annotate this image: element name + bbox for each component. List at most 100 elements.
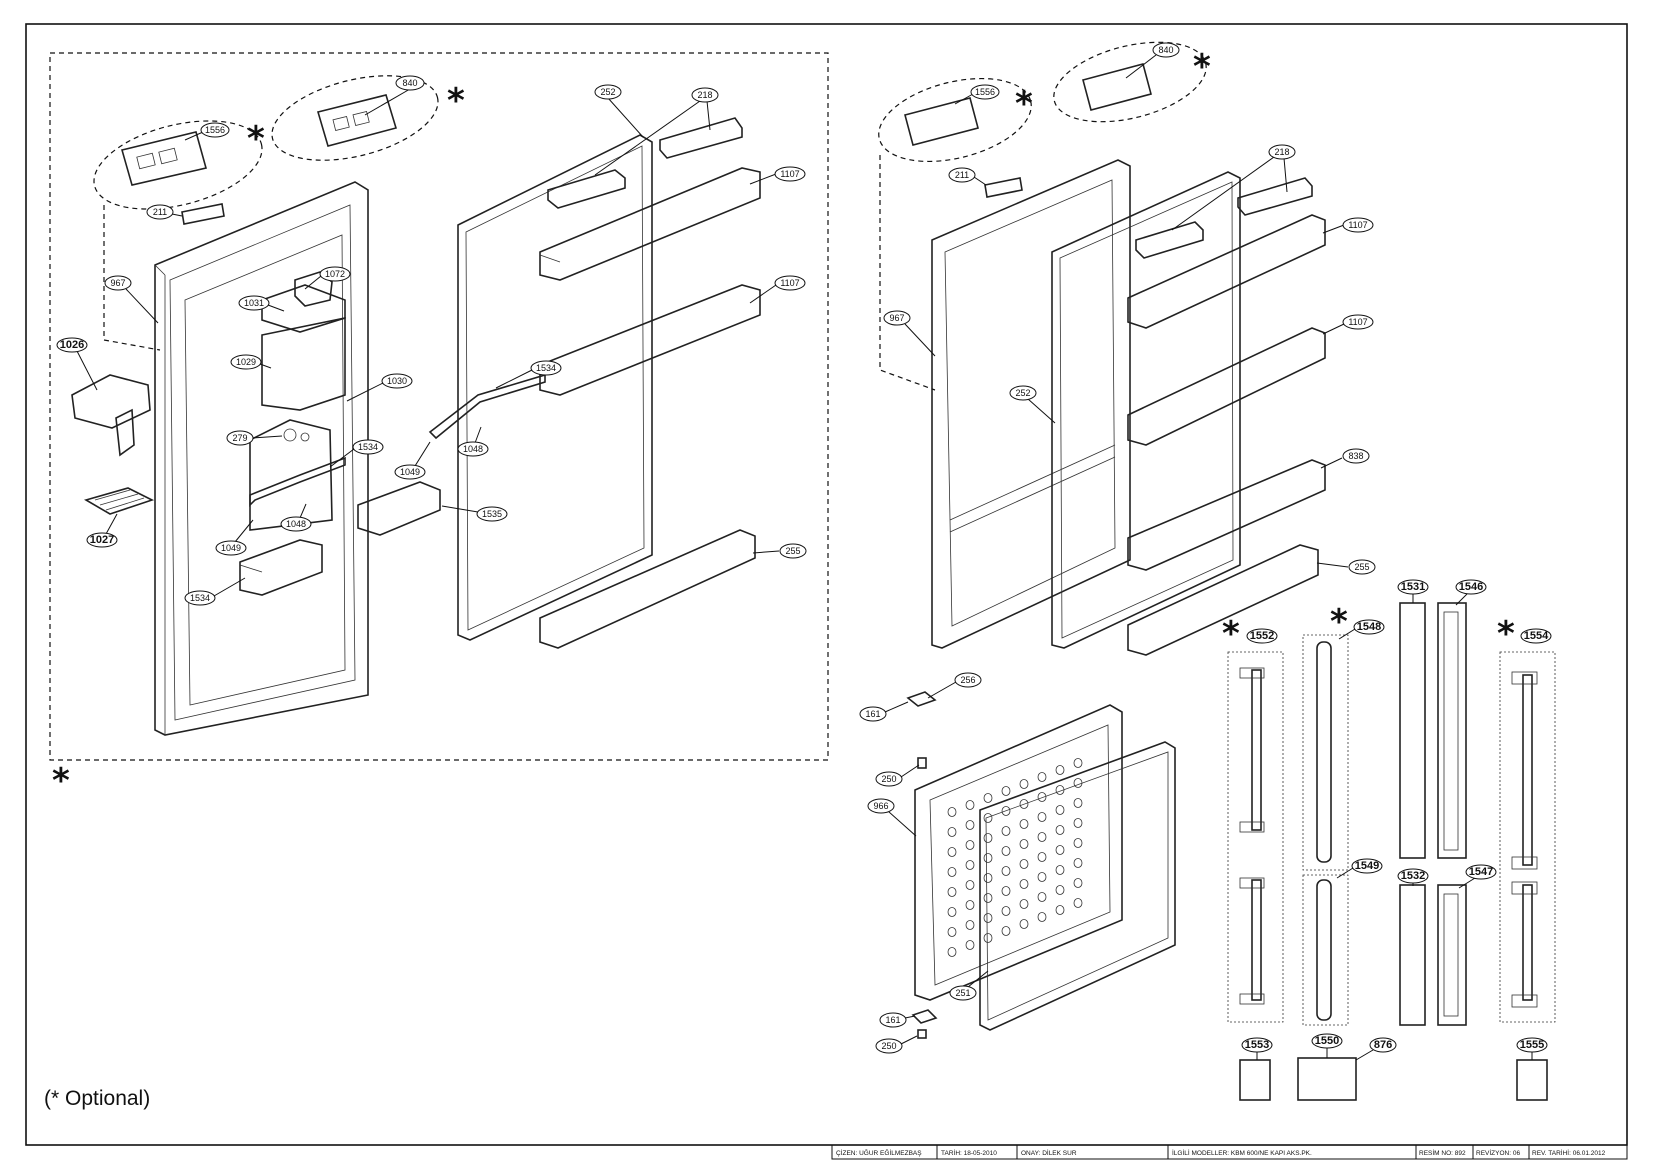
door-dot (947, 887, 957, 897)
svg-text:1531: 1531 (1401, 581, 1425, 593)
svg-text:255: 255 (785, 546, 800, 556)
svg-text:1550: 1550 (1315, 1035, 1339, 1047)
handle-1548 (1316, 641, 1332, 863)
display-module-1556-right (904, 97, 979, 146)
callout: 1534 (495, 360, 562, 389)
door-dot (1019, 899, 1029, 909)
svg-text:255: 255 (1354, 562, 1369, 572)
handle-1532 (1399, 884, 1426, 1026)
door-dot (1019, 919, 1029, 929)
svg-text:1555: 1555 (1520, 1039, 1544, 1051)
svg-text:252: 252 (600, 87, 615, 97)
callout: 250 (875, 764, 920, 787)
egg-tray-218-right-b (1237, 177, 1313, 216)
door-dot (947, 947, 957, 957)
optional-note: (* Optional) (44, 1087, 150, 1110)
right-door-assembly (103, 41, 1326, 656)
svg-text:1532: 1532 (1401, 870, 1425, 882)
callout: 1532 (1397, 868, 1429, 886)
door-dot (947, 827, 957, 837)
handle-box-1549 (1302, 874, 1349, 1026)
door-967 (154, 181, 369, 736)
callout: 252 (1009, 385, 1056, 424)
door-dot (1019, 799, 1029, 809)
label-plate-211-right (984, 177, 1023, 198)
door-dot (1001, 926, 1011, 936)
door-shelf-1107-middle (539, 284, 761, 396)
svg-text:840: 840 (1158, 45, 1173, 55)
egg-tray-218-left (547, 117, 743, 209)
door-dot (947, 807, 957, 817)
optional-star: * (247, 119, 265, 159)
callout: 1555 (1516, 1037, 1548, 1060)
svg-text:161: 161 (865, 709, 880, 719)
callout: 255 (1316, 559, 1376, 575)
callout: 256 (927, 672, 982, 699)
callout: 255 (752, 543, 807, 559)
svg-text:211: 211 (153, 207, 167, 217)
svg-text:218: 218 (1274, 147, 1289, 157)
svg-text:1556: 1556 (205, 125, 225, 135)
door-dot (1055, 845, 1065, 855)
door-dot (1055, 885, 1065, 895)
callout: 838 (1320, 448, 1370, 469)
freezer-door-dot-grid (947, 758, 1083, 957)
egg-tray-218-right-a (1135, 221, 1204, 259)
callout: 1534 (329, 439, 384, 468)
handle-1531 (1399, 602, 1426, 859)
door-dot (1037, 892, 1047, 902)
handle-box-1554 (1499, 651, 1556, 1023)
title-approved: ONAY: DİLEK SUR (1021, 1148, 1077, 1157)
optional-star: * (1330, 602, 1348, 642)
door-dot (1073, 778, 1083, 788)
door-dot (983, 833, 993, 843)
drawing-frame (25, 23, 1628, 1146)
callout: 161 (859, 701, 909, 722)
door-dot (1055, 825, 1065, 835)
svg-text:840: 840 (402, 78, 417, 88)
callout: 1107 (1322, 217, 1374, 234)
svg-text:966: 966 (873, 801, 888, 811)
callout: 1554 (1520, 628, 1552, 644)
callout: 1553 (1241, 1037, 1273, 1060)
door-dot (1019, 839, 1029, 849)
handle-1552-upper (1251, 669, 1262, 831)
optional-oval-840 (271, 75, 439, 161)
door-dot (1019, 879, 1029, 889)
freezer-door-assembly (906, 691, 1176, 1039)
title-date: TARİH: 18-05-2010 (941, 1148, 997, 1157)
door-dot (965, 940, 975, 950)
bottom-bin-255-right (1127, 544, 1319, 656)
handle-1554-upper (1522, 674, 1533, 866)
callout: 1027 (86, 513, 118, 548)
svg-text:1535: 1535 (482, 509, 502, 519)
svg-text:1553: 1553 (1245, 1039, 1269, 1051)
door-dot (1019, 779, 1029, 789)
handle-1554-lower (1522, 884, 1533, 1001)
callout: 1031 (238, 295, 285, 312)
svg-text:967: 967 (889, 313, 904, 323)
optional-star: * (1193, 47, 1211, 87)
door-dot (1055, 765, 1065, 775)
door-dot (1001, 786, 1011, 796)
callout: 1107 (1322, 314, 1374, 335)
callout: 1026 (56, 337, 98, 391)
display-module-840 (316, 94, 398, 147)
svg-text:1107: 1107 (780, 278, 799, 288)
display-module-840-right (1082, 63, 1152, 111)
door-dot (1073, 858, 1083, 868)
svg-text:256: 256 (960, 675, 975, 685)
callout: 250 (875, 1035, 918, 1054)
title-drawn-by: ÇİZEN: UĞUR EĞİLMEZBAŞ (836, 1148, 922, 1157)
title-drawing-no: RESİM NO: 892 (1419, 1148, 1466, 1157)
door-dot (965, 900, 975, 910)
door-dot (947, 847, 957, 857)
freezer-gasket-251 (979, 741, 1176, 1031)
door-dot (983, 893, 993, 903)
optional-star: * (52, 761, 70, 801)
handles-section (1227, 602, 1556, 1101)
callout: 1546 (1455, 579, 1487, 606)
svg-text:251: 251 (955, 988, 970, 998)
door-dot (965, 860, 975, 870)
door-dot (1073, 878, 1083, 888)
